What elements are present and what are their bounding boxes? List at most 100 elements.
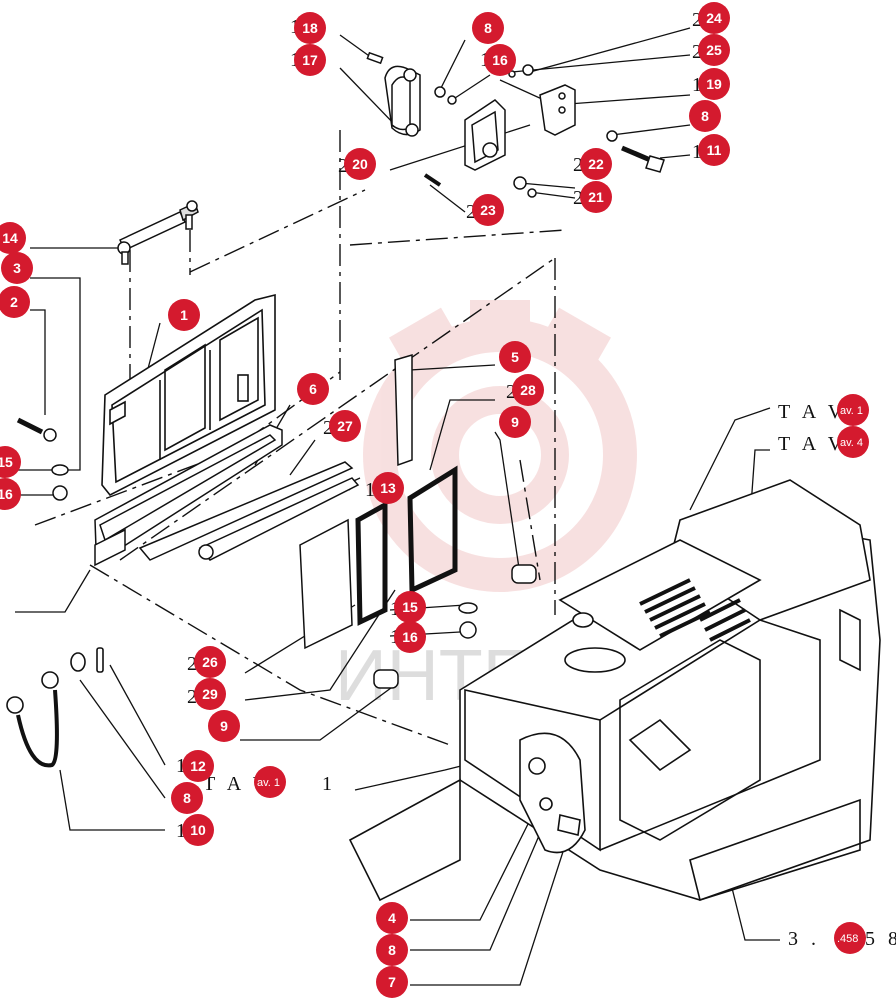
ghost-23: 2 [466, 201, 476, 223]
seal-parts [94, 353, 537, 689]
callout-18[interactable]: 18 [294, 12, 326, 44]
svg-text:26: 26 [202, 654, 218, 670]
callout-4[interactable]: 4 [376, 902, 408, 934]
svg-text:8: 8 [183, 790, 191, 806]
callout-16c[interactable]: 16 [394, 621, 426, 653]
callout-24[interactable]: 24 [698, 2, 730, 34]
ref-tav-bottom-text: T A V [203, 773, 271, 795]
svg-text:20: 20 [352, 156, 368, 172]
ghost-26: 2 [187, 653, 197, 675]
callout-23[interactable]: 23 [472, 194, 504, 226]
ghost-27: 2 [323, 417, 333, 439]
callout-9a[interactable]: 9 [499, 406, 531, 438]
ref-page-text: 3 . [788, 928, 820, 950]
hinge-bracket-group [366, 51, 665, 198]
svg-text:16: 16 [492, 52, 508, 68]
svg-text:22: 22 [588, 156, 604, 172]
svg-text:23: 23 [480, 202, 496, 218]
callout-21[interactable]: 21 [580, 181, 612, 213]
svg-text:1: 1 [180, 307, 188, 323]
callout-8d[interactable]: 8 [376, 934, 408, 966]
svg-text:9: 9 [220, 718, 228, 734]
callout-1[interactable]: 1 [168, 299, 200, 331]
left-fasteners [16, 417, 478, 639]
callout-3[interactable]: 3 [1, 252, 33, 284]
callout-11[interactable]: 11 [698, 134, 730, 166]
machine-frame [348, 479, 881, 902]
callout-17[interactable]: 17 [294, 44, 326, 76]
callout-28[interactable]: 28 [512, 374, 544, 406]
callout-20[interactable]: 20 [344, 148, 376, 180]
ref-page-badge: .458 [837, 933, 858, 945]
ref-tav-4-badge: av. 4 [840, 437, 863, 449]
svg-text:15: 15 [0, 454, 13, 470]
callout-2[interactable]: 2 [0, 286, 30, 318]
ref-tav-bottom-badge: av. 1 [257, 777, 280, 789]
ghost-13: 1 [365, 479, 375, 501]
svg-text:8: 8 [388, 942, 396, 958]
callout-25[interactable]: 25 [698, 34, 730, 66]
svg-text:2: 2 [10, 294, 18, 310]
ref-tav-1-badge: av. 1 [840, 405, 863, 417]
side-door-panel [101, 293, 276, 497]
ghost-19: 1 [692, 74, 702, 96]
svg-text:12: 12 [190, 758, 206, 774]
svg-text:21: 21 [588, 189, 604, 205]
ref-tav-bottom-suffix: 1 [322, 773, 336, 795]
callout-26[interactable]: 26 [194, 646, 226, 678]
callout-9b[interactable]: 9 [208, 710, 240, 742]
callout-12[interactable]: 12 [182, 750, 214, 782]
ghost-29: 2 [187, 686, 197, 708]
callout-13[interactable]: 13 [372, 472, 404, 504]
reference-labels: T A V T A V T A V 1 3 . 5 8 [203, 401, 896, 950]
callout-6[interactable]: 6 [297, 373, 329, 405]
svg-text:14: 14 [2, 230, 18, 246]
svg-text:19: 19 [706, 76, 722, 92]
callout-7[interactable]: 7 [376, 966, 408, 998]
callout-16b[interactable]: 16 [0, 478, 21, 510]
ref-page-suffix: 5 8 [865, 928, 896, 950]
callout-14[interactable]: 14 [0, 222, 26, 254]
ref-tav-4-text: T A V [778, 433, 846, 455]
callout-15a[interactable]: 15 [0, 446, 21, 478]
callout-29[interactable]: 29 [194, 678, 226, 710]
reference-badges: av. 1 av. 4 av. 1 .458 [254, 394, 869, 954]
ghost-25: 2 [692, 41, 702, 63]
callouts: 18 17 8 16 24 25 19 8 11 20 22 21 23 14 … [0, 2, 730, 998]
svg-text:13: 13 [380, 480, 396, 496]
callout-5[interactable]: 5 [499, 341, 531, 373]
ghost-21: 2 [573, 187, 583, 209]
svg-text:16: 16 [0, 486, 13, 502]
svg-text:5: 5 [511, 349, 519, 365]
callout-8b[interactable]: 8 [689, 100, 721, 132]
callout-8a[interactable]: 8 [472, 12, 504, 44]
callout-22[interactable]: 22 [580, 148, 612, 180]
svg-text:28: 28 [520, 382, 536, 398]
svg-text:15: 15 [402, 599, 418, 615]
ghost-10: 1 [176, 820, 186, 842]
svg-text:8: 8 [701, 108, 709, 124]
ghost-28: 2 [506, 381, 516, 403]
svg-text:7: 7 [388, 974, 396, 990]
svg-text:4: 4 [388, 910, 396, 926]
callout-16a[interactable]: 16 [484, 44, 516, 76]
ghost-22: 2 [573, 154, 583, 176]
callout-19[interactable]: 19 [698, 68, 730, 100]
leader-lines [15, 27, 780, 986]
gas-strut [117, 200, 199, 265]
ghost-24: 2 [692, 9, 702, 31]
callout-15b[interactable]: 15 [394, 591, 426, 623]
callout-8c[interactable]: 8 [171, 782, 203, 814]
svg-text:29: 29 [202, 686, 218, 702]
svg-text:24: 24 [706, 10, 722, 26]
svg-text:3: 3 [13, 260, 21, 276]
svg-text:17: 17 [302, 52, 318, 68]
svg-text:9: 9 [511, 414, 519, 430]
svg-text:25: 25 [706, 42, 722, 58]
svg-text:10: 10 [190, 822, 206, 838]
ref-tav-1-text: T A V [778, 401, 846, 423]
svg-text:6: 6 [309, 381, 317, 397]
callout-10[interactable]: 10 [182, 814, 214, 846]
callout-27[interactable]: 27 [329, 410, 361, 442]
